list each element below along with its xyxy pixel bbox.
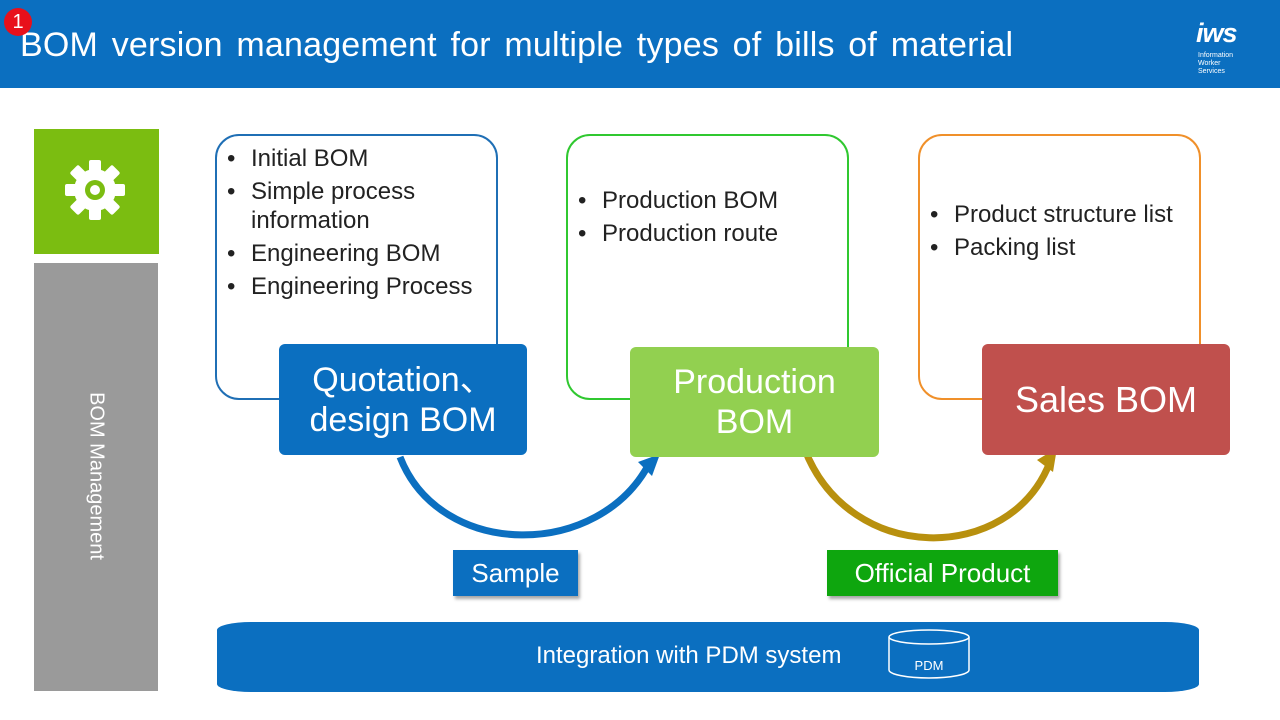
list-item: Production route xyxy=(568,219,847,248)
gear-icon xyxy=(65,160,125,220)
quotation-item-list: Initial BOM Simple process information E… xyxy=(217,136,496,301)
list-item: Packing list xyxy=(920,233,1199,262)
step-number-badge: 1 xyxy=(4,8,32,36)
list-item: Product structure list xyxy=(920,200,1199,229)
logo-subtitle-line: Information xyxy=(1198,52,1234,59)
pdm-integration-bar xyxy=(217,622,1199,692)
list-item: Simple process information xyxy=(217,177,496,235)
sample-tag: Sample xyxy=(453,550,578,596)
logo-subtitle-line: Worker xyxy=(1198,60,1221,67)
logo-subtitle-line: Services xyxy=(1198,68,1225,75)
sidebar-panel xyxy=(34,263,158,691)
list-item: Initial BOM xyxy=(217,144,496,173)
official-arrow xyxy=(801,448,1054,542)
database-icon: PDM xyxy=(888,629,970,679)
sales-bom-box: Sales BOM xyxy=(982,344,1230,455)
sales-item-list: Product structure list Packing list xyxy=(920,136,1199,262)
quotation-design-bom-box: Quotation、design BOM xyxy=(279,344,527,455)
production-item-list: Production BOM Production route xyxy=(568,136,847,248)
list-item: Engineering Process xyxy=(217,272,496,301)
pdm-integration-text: Integration with PDM system xyxy=(536,642,842,669)
database-label: PDM xyxy=(915,658,944,673)
slide-title: BOM version management for multiple type… xyxy=(20,26,1014,64)
list-item: Engineering BOM xyxy=(217,239,496,268)
sample-arrow xyxy=(396,455,654,539)
official-product-tag: Official Product xyxy=(827,550,1058,596)
iws-logo: iws Information Worker Services xyxy=(1196,18,1266,78)
gear-tile xyxy=(34,129,159,254)
header-bar xyxy=(0,0,1280,88)
list-item: Production BOM xyxy=(568,186,847,215)
logo-text: iws xyxy=(1196,18,1238,48)
sample-arrowhead xyxy=(638,454,660,476)
logo-subtitle: Information Worker Services xyxy=(1198,52,1233,76)
production-bom-box: Production BOM xyxy=(630,347,879,457)
